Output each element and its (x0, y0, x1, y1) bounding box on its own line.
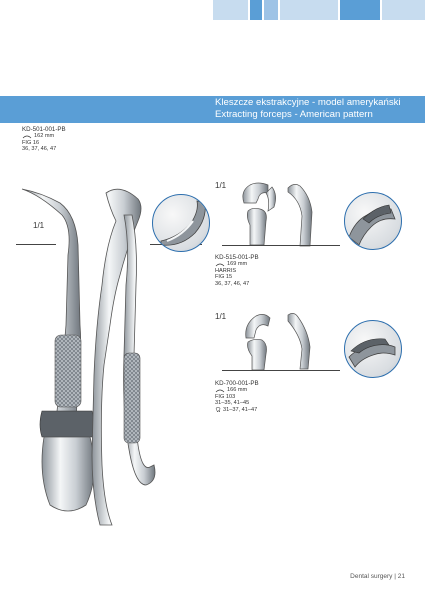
length-icon (215, 263, 225, 267)
page-footer: Dental surgery | 21 (350, 573, 405, 580)
scale-label-2: 1/1 (215, 181, 227, 190)
product-fig: FIG 15 (215, 274, 233, 281)
product-length: 166 mm (227, 387, 248, 394)
tooth-icon (215, 407, 221, 413)
baseline (222, 370, 340, 371)
beak-detail-icon (348, 204, 396, 246)
forceps-3-side-view (287, 313, 311, 370)
decor-seg (280, 0, 338, 20)
footer-section: Dental surgery (350, 573, 393, 580)
detail-circle-1 (152, 194, 210, 252)
length-icon (215, 389, 225, 393)
scale-label-1: 1/1 (33, 221, 45, 230)
detail-circle-3 (344, 320, 402, 378)
product-length: 169 mm (227, 261, 248, 268)
length-row: 162 mm (22, 133, 66, 139)
page-number: 21 (397, 573, 405, 580)
product-teeth: 31–35, 41–45 (215, 400, 250, 407)
product-code: KD-515-001-PB (215, 254, 259, 261)
product-fig: FIG 103 (215, 393, 236, 400)
forceps-3-front-view (245, 314, 271, 371)
product-teeth: 36, 37, 46, 47 (215, 280, 250, 287)
product-length: 162 mm (34, 133, 55, 140)
footer-separator: | (394, 573, 396, 580)
decor-seg (250, 0, 262, 20)
product-teeth: 36, 37, 46, 47 (22, 146, 57, 153)
decor-seg (340, 0, 380, 20)
teeth-alt-row: 31–37, 41–47 (215, 407, 259, 413)
decor-seg (213, 0, 248, 20)
header-title: Kleszcze ekstrakcyjne - model amerykańsk… (215, 97, 401, 121)
product-code: KD-700-001-PB (215, 380, 259, 387)
product-teeth-alt: 31–37, 41–47 (223, 406, 258, 413)
header-band (0, 96, 425, 123)
forceps-2-side-view (287, 184, 313, 247)
detail-circle-2 (344, 192, 402, 250)
beak-detail-icon (348, 338, 396, 368)
scale-label-3: 1/1 (215, 312, 227, 321)
title-polish: Kleszcze ekstrakcyjne - model amerykańsk… (215, 97, 401, 108)
product-pattern-name: HARRIS (215, 267, 237, 274)
beak-detail-icon (160, 200, 206, 246)
title-english: Extracting forceps - American pattern (215, 109, 373, 120)
decor-seg (264, 0, 278, 20)
product-code: KD-501-001-PB (22, 126, 66, 133)
length-row: 166 mm (215, 387, 259, 393)
baseline (16, 244, 56, 245)
decor-seg (382, 0, 425, 20)
product-spec-2: KD-515-001-PB 169 mm HARRIS FIG 15 36, 3… (215, 254, 259, 287)
product-fig: FIG 16 (22, 139, 40, 146)
baseline (222, 245, 340, 246)
product-spec-1: KD-501-001-PB 162 mm FIG 16 36, 37, 46, … (22, 126, 66, 153)
forceps-illustration-large (21, 188, 156, 526)
length-row: 169 mm (215, 261, 259, 267)
forceps-2-front-view (242, 182, 276, 246)
product-spec-3: KD-700-001-PB 166 mm FIG 103 31–35, 41–4… (215, 380, 259, 413)
length-icon (22, 135, 32, 139)
top-decor-bar (213, 0, 425, 20)
